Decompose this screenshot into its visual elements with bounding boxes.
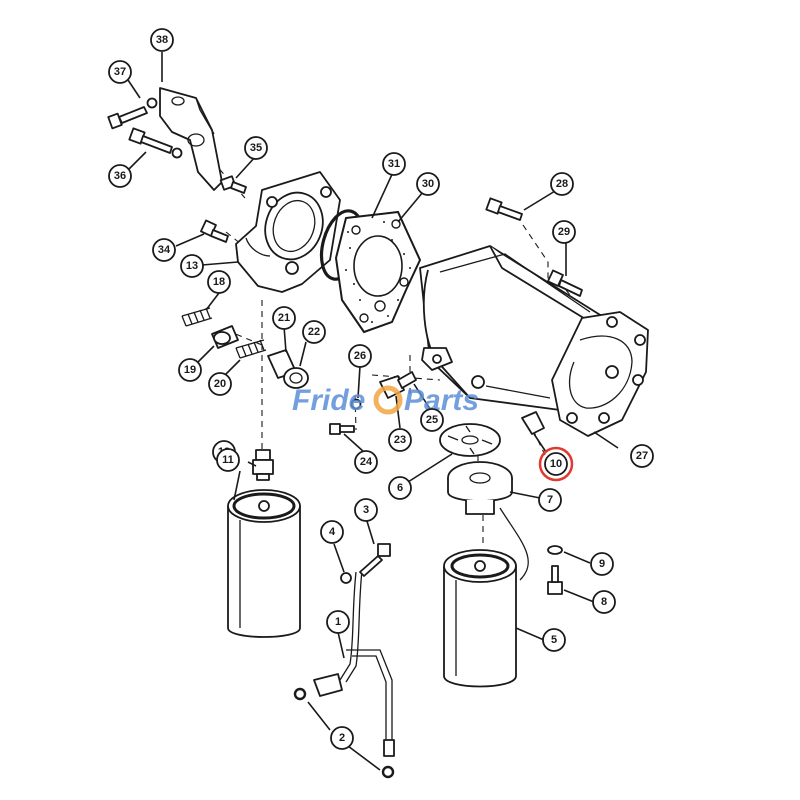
svg-text:37: 37 [114,66,126,78]
callout-24: 24 [354,450,378,474]
svg-text:34: 34 [158,244,171,256]
callout-9: 9 [590,552,614,576]
bolt-38 [107,97,158,130]
svg-text:10: 10 [550,458,562,470]
callout-4: 4 [320,520,344,544]
svg-text:25: 25 [426,414,438,426]
bolt-34 [200,219,229,243]
callout-21: 21 [272,306,296,330]
bolt-37 [128,127,183,159]
svg-text:7: 7 [547,494,553,506]
svg-text:27: 27 [636,450,648,462]
callout-23: 23 [388,428,412,452]
svg-text:36: 36 [114,170,126,182]
bolt-28 [485,197,523,221]
bolt-35 [219,175,247,194]
svg-text:6: 6 [397,482,403,494]
fitting-10 [521,411,545,435]
callout-6: 6 [388,476,412,500]
callout-13: 13 [180,254,204,278]
spring-20 [235,339,267,359]
svg-text:20: 20 [214,378,226,390]
callout-5: 5 [542,628,566,652]
bolt-29 [547,269,583,297]
svg-text:28: 28 [556,178,568,190]
callout-34: 34 [152,238,176,262]
cap-22 [283,367,309,389]
callout-8: 8 [592,590,616,614]
fuel-filter-11 [227,489,301,638]
svg-text:18: 18 [213,276,225,288]
svg-text:Parts: Parts [404,384,479,417]
svg-text:3: 3 [363,504,369,516]
callout-29: 29 [552,220,576,244]
callout-26: 26 [348,344,372,368]
filter-housing-27 [419,245,649,437]
callout-7: 7 [538,488,562,512]
svg-text:9: 9 [599,558,605,570]
o-ring-2b [381,765,395,779]
drain-tube-1 [313,507,529,757]
callout-10: 10 [538,446,574,482]
svg-text:8: 8 [601,596,607,608]
svg-text:21: 21 [278,312,290,324]
valve-19 [211,325,239,349]
svg-text:29: 29 [558,226,570,238]
svg-text:23: 23 [394,434,406,446]
svg-text:31: 31 [388,158,400,170]
washer-26 [350,398,362,410]
bolt-8 [547,565,563,595]
svg-text:1: 1 [335,616,341,628]
callout-28: 28 [550,172,574,196]
callout-27: 27 [630,444,654,468]
spring-18 [181,307,213,327]
callout-2: 2 [330,726,354,750]
callout-20: 20 [208,372,232,396]
filter-head-13 [235,171,341,293]
svg-text:4: 4 [329,526,336,538]
svg-text:Fride: Fride [292,384,365,417]
svg-text:30: 30 [422,178,434,190]
callout-37: 36 [108,164,132,188]
svg-text:2: 2 [339,732,345,744]
svg-text:35: 35 [250,142,262,154]
o-ring-2a [293,687,307,701]
callout-22: 22 [302,320,326,344]
callout-36: 38 [150,28,174,52]
svg-text:11: 11 [222,454,234,466]
svg-text:13: 13 [186,260,198,272]
gasket-30 [334,210,422,334]
callout-18: 18 [207,270,231,294]
svg-text:24: 24 [360,456,373,468]
leader-lines [127,52,619,771]
callout-38: 37 [108,60,132,84]
svg-text:22: 22 [308,326,320,338]
mounting-bracket [159,87,223,191]
svg-text:5: 5 [551,634,557,646]
callout-35: 35 [244,136,268,160]
filter-adapter-7 [447,461,513,515]
svg-text:19: 19 [184,364,196,376]
screw-24 [329,423,355,435]
fitting-12 [252,449,274,481]
svg-text:38: 38 [156,34,168,46]
callout-19: 19 [178,358,202,382]
watermark: Fride Parts [292,384,479,417]
washer-9 [547,545,563,555]
callout-31: 31 [382,152,406,176]
callout-1: 1 [326,610,350,634]
callout-3: 3 [354,498,378,522]
svg-text:26: 26 [354,350,366,362]
bolt-3 [359,543,391,577]
fuel-filter-5 [443,549,517,688]
filter-base-6 [439,423,501,457]
callout-30: 30 [416,172,440,196]
callout-11: 11 [216,448,240,472]
callout-25: 25 [420,408,444,432]
washer-4 [340,572,352,584]
